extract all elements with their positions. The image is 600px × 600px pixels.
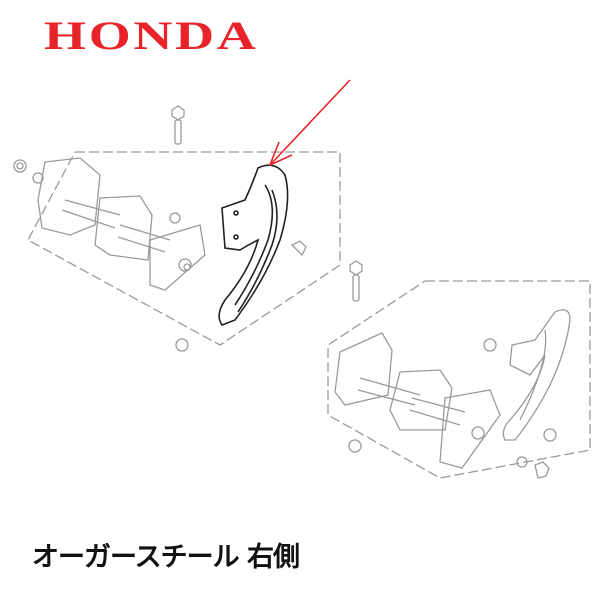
bolt-icon: [171, 105, 185, 145]
upper-assembly: [13, 105, 341, 352]
pointer-arrow-icon: [268, 79, 351, 167]
lower-assembly: [327, 260, 591, 479]
part-caption: オーガースチール 右側: [32, 542, 300, 573]
honda-logo: HONDA: [44, 13, 259, 58]
auger-steel-highlight: [218, 164, 289, 326]
